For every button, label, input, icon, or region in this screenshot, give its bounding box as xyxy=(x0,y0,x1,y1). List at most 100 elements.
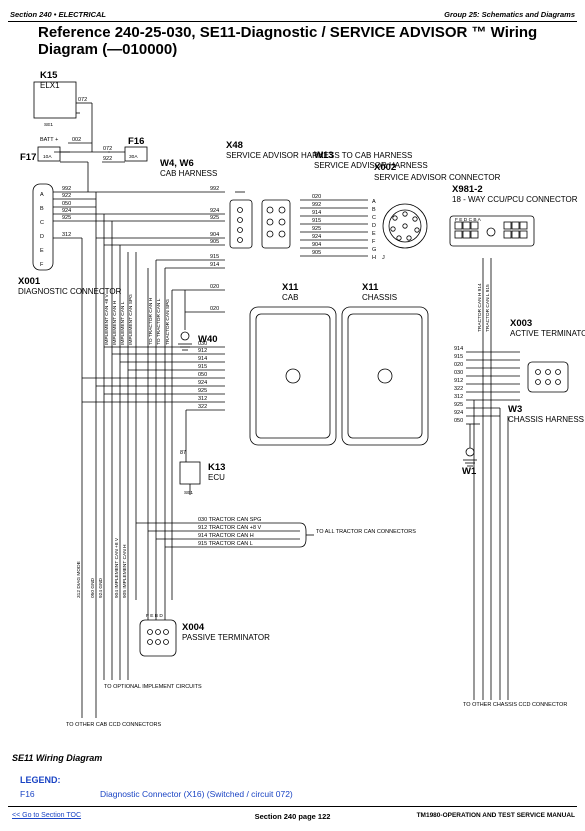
can-row-l: 915 TRACTOR CAN L xyxy=(198,541,253,547)
x002-pin-j: J xyxy=(382,255,385,261)
x004-body xyxy=(139,619,177,657)
wire-312: 312 xyxy=(62,232,71,238)
ch-wire-912: 912 xyxy=(454,378,463,384)
w40-wire-020: 020 xyxy=(210,284,219,290)
wiring-diagram: K15 ELX1 SE1 072 BATT + 002 F17 10A F16 … xyxy=(18,70,585,728)
w1-id: W1 xyxy=(462,466,477,477)
x11-cab-name: CAB xyxy=(282,293,298,302)
w13-wire-924: 924 xyxy=(312,234,321,240)
x9812-pins: F E D C B A xyxy=(455,217,482,223)
can-row-spg: 030 TRACTOR CAN SPG xyxy=(198,517,261,523)
vlabel-x9812-l: TRACTOR CAN L 915 xyxy=(485,284,491,332)
section-toc-link[interactable]: << Go to Section TOC xyxy=(12,812,82,819)
cab-wire-912: 912 xyxy=(198,348,207,354)
w40-id: W40 xyxy=(198,334,218,345)
footer-rule xyxy=(8,806,577,807)
x11-chassis-body xyxy=(341,306,429,446)
wire-925: 925 xyxy=(62,215,71,221)
cab-wire-030: 030 xyxy=(198,341,207,347)
x001-name: DIAGNOSTIC CONNECTOR xyxy=(18,287,122,296)
w40-wire-020-b: 020 xyxy=(210,306,219,312)
ch-wire-914: 914 xyxy=(454,346,463,352)
note-chassis-ccd: TO OTHER CHASSIS CCD CONNECTOR xyxy=(463,702,567,708)
ch-wire-924: 924 xyxy=(454,410,463,416)
x002-body xyxy=(382,203,428,249)
can-row-h: 914 TRACTOR CAN H xyxy=(198,533,254,539)
f17-rating: 10A xyxy=(43,154,52,160)
x004-id: X004 xyxy=(182,622,205,633)
w13-wire-905: 905 xyxy=(312,250,321,256)
f16-fuse-body xyxy=(124,146,148,162)
x002-pin-c: C xyxy=(372,215,376,221)
wire-050: 050 xyxy=(62,201,71,207)
x9812-body xyxy=(449,215,535,247)
x48-wire-905: 905 xyxy=(210,239,219,245)
batt-label: BATT + xyxy=(40,137,58,143)
x11-chassis-id: X11 xyxy=(362,282,379,293)
w13-name: SERVICE ADVISOR HARNESS xyxy=(314,161,428,170)
w3-name: CHASSIS HARNESS xyxy=(508,415,584,424)
w4w6-name: CAB HARNESS xyxy=(160,169,217,178)
vlabel-050-gnd: 050 GND xyxy=(90,577,96,598)
cab-wire-914: 914 xyxy=(198,356,207,362)
header-rule xyxy=(8,21,577,22)
note-optional: TO OPTIONAL IMPLEMENT CIRCUITS xyxy=(104,684,202,690)
w13-wire-925: 925 xyxy=(312,226,321,232)
legend-value-f16[interactable]: Diagnostic Connector (X16) (Switched / c… xyxy=(100,789,293,799)
f16-id: F16 xyxy=(128,136,144,147)
x004-pins: F E B D xyxy=(146,613,163,619)
legend-key-f16[interactable]: F16 xyxy=(20,789,35,799)
vlabel-impl-h: IMPLEMENT CAN H xyxy=(112,300,118,345)
footer-manual: TM1980-OPERATION AND TEST SERVICE MANUAL xyxy=(416,812,575,819)
x48-wire-904: 904 xyxy=(210,232,219,238)
wire-002: 002 xyxy=(72,137,81,143)
vlabel-904: 904 IMPLEMENT CAN +8 V xyxy=(114,537,120,598)
cab-wire-312: 312 xyxy=(198,396,207,402)
note-cab-ccd: TO OTHER CAB CCD CONNECTORS xyxy=(66,722,161,728)
k13-id: K13 xyxy=(208,462,225,473)
x002-id: X002 xyxy=(374,162,396,173)
vlabel-tractor-h: TO TRACTOR CAN H xyxy=(148,297,154,345)
x48-name: SERVICE ADVISOR HARNESS TO CAB HARNESS xyxy=(226,151,412,160)
x001-pin-c: C xyxy=(40,220,44,226)
f17-fuse-body xyxy=(37,146,61,162)
k13-se1: SE1 xyxy=(184,490,193,496)
wire-072: 072 xyxy=(78,97,87,103)
x002-name: SERVICE ADVISOR CONNECTOR xyxy=(374,173,501,182)
page-title: Reference 240-25-030, SE11-Diagnostic / … xyxy=(38,24,538,58)
header-section: Section 240 • ELECTRICAL xyxy=(10,10,106,19)
k15-name: ELX1 xyxy=(40,81,60,90)
x002-pin-a: A xyxy=(372,199,376,205)
cab-wire-925: 925 xyxy=(198,388,207,394)
x48-wire-925: 925 xyxy=(210,215,219,221)
x48-wire-924: 924 xyxy=(210,208,219,214)
x004-name: PASSIVE TERMINATOR xyxy=(182,633,270,642)
cab-wire-050: 050 xyxy=(198,372,207,378)
f17-id: F17 xyxy=(20,152,36,163)
vlabel-impl-l: IMPLEMENT CAN L xyxy=(120,301,126,345)
cab-wire-322: 322 xyxy=(198,404,207,410)
vlabel-x9812-h: TRACTOR CAN H 914 xyxy=(477,283,483,332)
ch-wire-020: 020 xyxy=(454,362,463,368)
x003-name: ACTIVE TERMINATOR xyxy=(510,329,585,338)
ch-wire-322: 322 xyxy=(454,386,463,392)
k13-body xyxy=(179,461,201,485)
x003-body xyxy=(527,361,569,393)
x48-wire-992: 992 xyxy=(210,186,219,192)
ch-wire-030: 030 xyxy=(454,370,463,376)
x001-pin-a: A xyxy=(40,192,44,198)
vlabel-tractor-l: TO TRACTOR CAN L xyxy=(156,298,162,345)
can-row-8v: 912 TRACTOR CAN +8 V xyxy=(198,525,262,531)
w13-wire-914: 914 xyxy=(312,210,321,216)
x001-pin-b: B xyxy=(40,206,44,212)
ch-wire-312: 312 xyxy=(454,394,463,400)
ch-wire-050: 050 xyxy=(454,418,463,424)
w13-id: W13 xyxy=(314,150,334,161)
wire-922-b: 922 xyxy=(62,193,71,199)
k13-wire-87: 87 xyxy=(180,450,186,456)
legend-title: LEGEND: xyxy=(20,775,61,785)
x48-left-body xyxy=(229,199,253,249)
x9812-id: X981-2 xyxy=(452,184,483,195)
k13-name: ECU xyxy=(208,473,225,482)
w13-wire-904: 904 xyxy=(312,242,321,248)
